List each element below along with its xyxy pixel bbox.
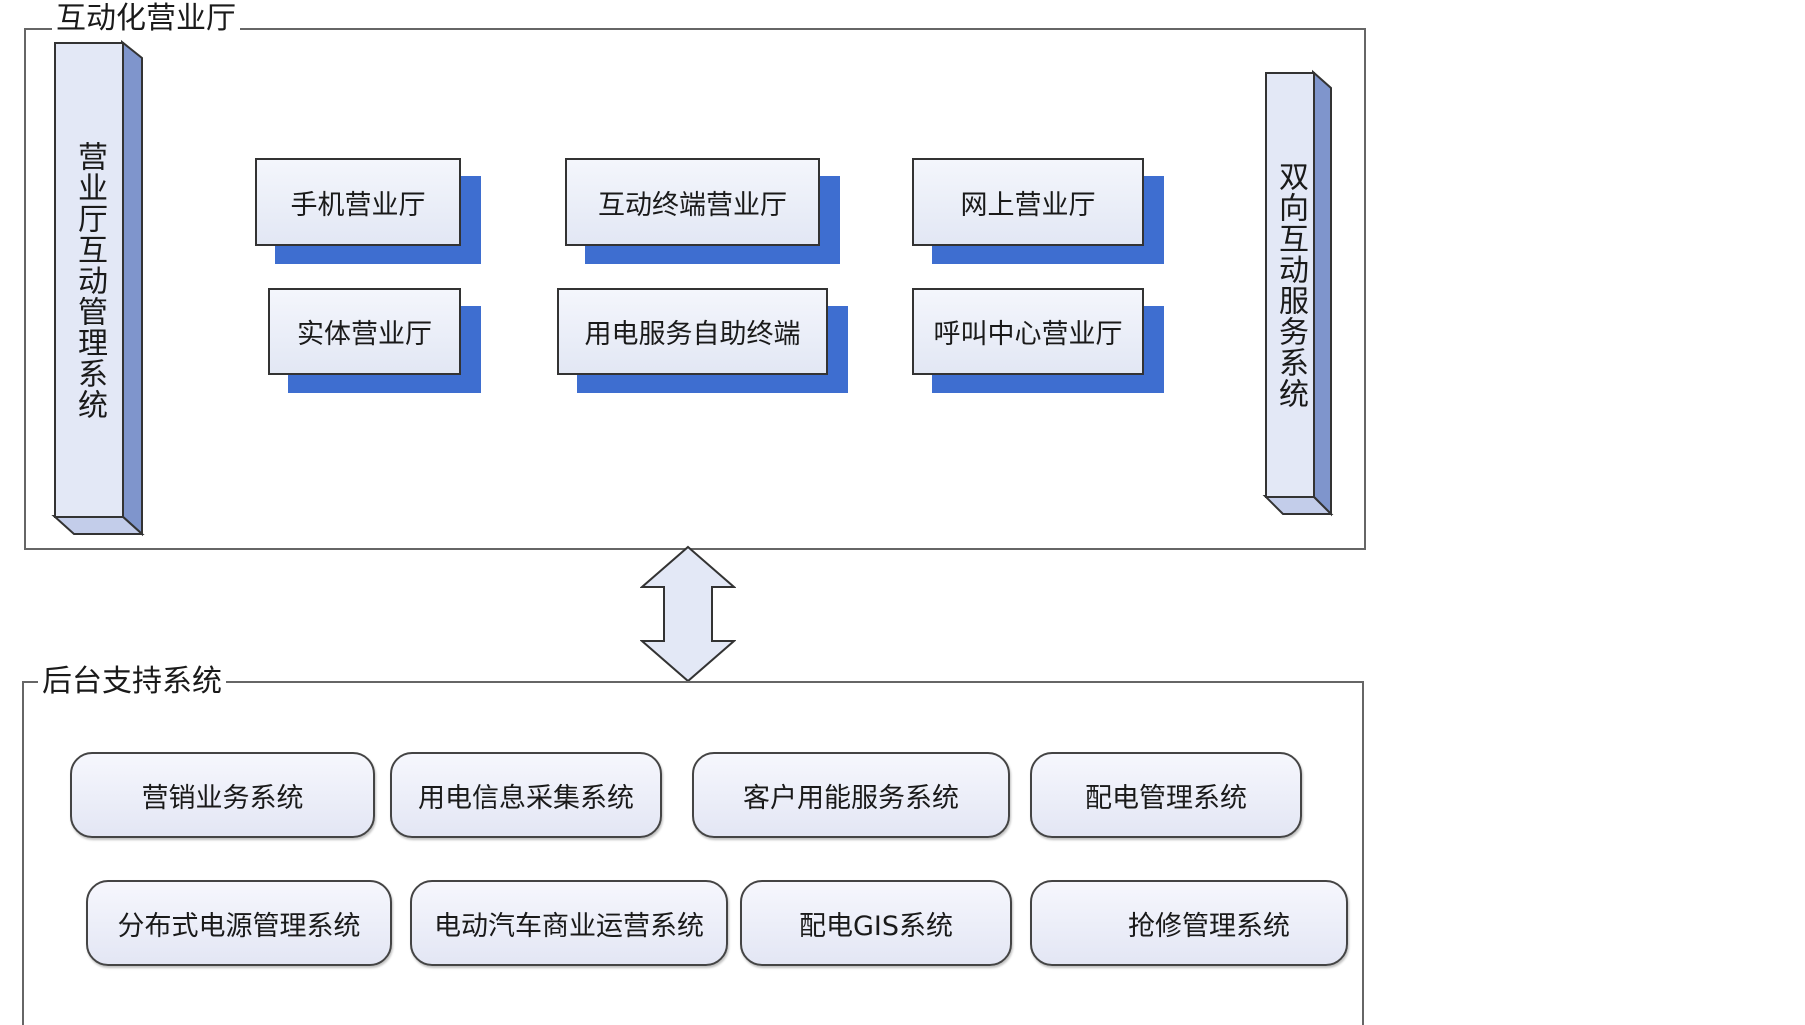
- left-vertical-bar: 营业厅互动管理系统: [51, 39, 145, 537]
- system-distribution-management: 配电管理系统: [1030, 752, 1302, 838]
- double-headed-arrow: [640, 545, 736, 683]
- right-bar-3d-sides: [1262, 69, 1334, 517]
- hall-card-mobile: 手机营业厅: [255, 158, 481, 264]
- hall-card-online: 网上营业厅: [912, 158, 1164, 264]
- system-power-info-collection: 用电信息采集系统: [390, 752, 662, 838]
- right-bar-label: 双向互动服务系统: [1273, 161, 1308, 409]
- left-bar-label: 营业厅互动管理系统: [72, 140, 107, 420]
- left-bar-3d-sides: [51, 39, 145, 537]
- top-group-title: 互动化营业厅: [52, 2, 240, 36]
- hall-card-self-service-terminal: 用电服务自助终端: [557, 288, 848, 393]
- hall-card-call-center: 呼叫中心营业厅: [912, 288, 1164, 393]
- system-customer-energy-service: 客户用能服务系统: [692, 752, 1010, 838]
- right-vertical-bar: 双向互动服务系统: [1262, 69, 1335, 517]
- hall-card-physical: 实体营业厅: [268, 288, 481, 393]
- system-ev-commercial-operation: 电动汽车商业运营系统: [410, 880, 728, 966]
- system-emergency-repair: 抢修管理系统: [1030, 880, 1348, 966]
- bottom-group-title: 后台支持系统: [38, 665, 226, 699]
- system-distributed-generation: 分布式电源管理系统: [86, 880, 392, 966]
- hall-card-interactive-terminal: 互动终端营业厅: [565, 158, 840, 264]
- system-marketing: 营销业务系统: [70, 752, 375, 838]
- bottom-group-frame: [22, 681, 1364, 1025]
- system-distribution-gis: 配电GIS系统: [740, 880, 1012, 966]
